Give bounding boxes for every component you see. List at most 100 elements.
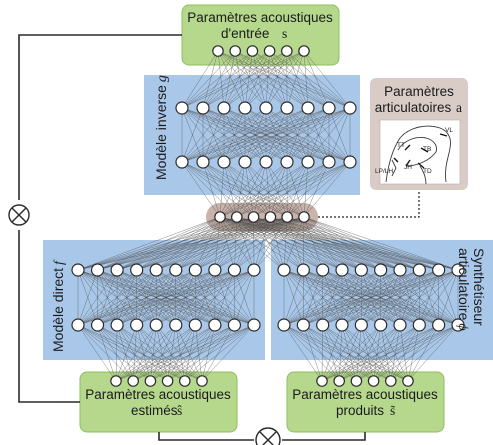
network-edge — [219, 216, 304, 271]
direct-model-panel — [43, 240, 265, 360]
network-edge — [286, 50, 351, 109]
network-edge — [287, 216, 343, 271]
network-edge — [116, 324, 168, 382]
network-edge — [181, 107, 246, 163]
network-edge — [181, 107, 225, 163]
network-edge — [339, 324, 459, 382]
network-node-bott — [231, 211, 243, 223]
art-label-tb: TB — [423, 146, 431, 153]
network-edge — [270, 216, 304, 271]
network-edge — [217, 50, 351, 109]
estimated-params-box — [79, 371, 238, 433]
network-edge — [303, 324, 323, 382]
network-edge — [97, 324, 117, 382]
synth-label-line1: Synthétiseur — [471, 248, 487, 326]
network-edge — [253, 161, 309, 218]
network-edge — [322, 324, 409, 382]
network-node-inv1 — [259, 101, 273, 115]
network-edge — [136, 324, 185, 382]
network-node-dir2 — [188, 318, 202, 332]
network-edge — [97, 216, 221, 271]
network-edge — [156, 216, 237, 271]
network-edge — [270, 161, 288, 218]
network-edge — [236, 216, 362, 271]
network-edge — [287, 161, 351, 218]
network-edge — [341, 269, 459, 326]
network-edge — [283, 216, 288, 271]
network-edge — [244, 50, 287, 109]
network-edges — [77, 50, 459, 382]
network-edge — [181, 107, 330, 163]
network-node-bott — [298, 211, 310, 223]
network-edge — [373, 324, 459, 382]
articulatory-label-line1: Paramètres — [384, 84, 454, 99]
network-edge — [321, 324, 343, 382]
network-edge — [321, 324, 420, 382]
network-node-syn1 — [354, 263, 368, 277]
network-edge — [214, 216, 238, 271]
network-edge — [322, 324, 374, 382]
network-edge — [202, 107, 351, 163]
network-edge — [236, 216, 304, 271]
network-node-syn1 — [277, 263, 291, 277]
network-edge — [287, 216, 420, 271]
network-edge — [286, 161, 305, 218]
network-edge — [253, 161, 288, 218]
network-edge — [303, 216, 420, 271]
network-edge — [303, 50, 351, 109]
estimated-symbol: ŝ — [177, 403, 182, 418]
network-edge — [399, 324, 409, 382]
network-node-dir1 — [247, 263, 261, 277]
synthesizer-label: Synthétiseur articulatoireϕ — [455, 248, 487, 331]
network-edge — [181, 50, 305, 109]
network-edge — [321, 324, 459, 382]
network-edge — [283, 269, 343, 326]
network-edge — [97, 324, 168, 382]
network-node-dir2 — [169, 318, 183, 332]
network-node-syn1 — [393, 263, 407, 277]
network-edge — [380, 324, 392, 382]
network-edge — [390, 324, 439, 382]
network-edge — [244, 50, 270, 109]
network-node-inv1 — [217, 101, 231, 115]
estimated-label-line1: Paramètres acoustiques — [85, 387, 231, 402]
network-node-inv1 — [322, 101, 336, 115]
network-edge — [167, 324, 255, 382]
network-edge — [303, 324, 357, 382]
network-edge — [77, 269, 255, 326]
network-edge — [77, 324, 134, 382]
network-edge — [223, 50, 253, 109]
network-edge — [136, 324, 151, 382]
network-node-input — [246, 45, 259, 57]
network-edge — [253, 216, 362, 271]
network-edge — [253, 216, 459, 271]
network-edge — [217, 50, 246, 109]
articulator-markers — [393, 133, 448, 169]
network-edge — [219, 161, 351, 218]
network-node-bott — [247, 211, 260, 223]
network-edge — [287, 216, 401, 271]
network-edge — [217, 50, 288, 109]
produced-label-line1: Paramètres acoustiques — [292, 387, 438, 402]
network-node-prod — [333, 375, 345, 387]
network-edge — [223, 107, 351, 163]
network-node-dir2 — [247, 318, 261, 332]
network-node-inv2 — [322, 155, 336, 169]
network-node-inv2 — [175, 155, 189, 169]
network-edge — [156, 216, 221, 271]
network-edge — [217, 50, 330, 109]
network-node-inv2 — [196, 155, 210, 169]
network-edge — [202, 50, 305, 109]
network-node-inv2 — [301, 155, 315, 169]
network-node-inv2 — [343, 155, 357, 169]
network-edge — [77, 324, 168, 382]
compare-icon-bottom — [255, 427, 281, 445]
network-edge — [219, 216, 401, 271]
produced-symbol: s̃ — [390, 403, 396, 418]
loop-wire-left — [18, 34, 182, 200]
network-node-est — [144, 375, 157, 387]
network-edge — [217, 50, 267, 109]
network-edge — [219, 216, 459, 271]
network-edge — [390, 324, 401, 382]
network-edge — [380, 269, 459, 326]
